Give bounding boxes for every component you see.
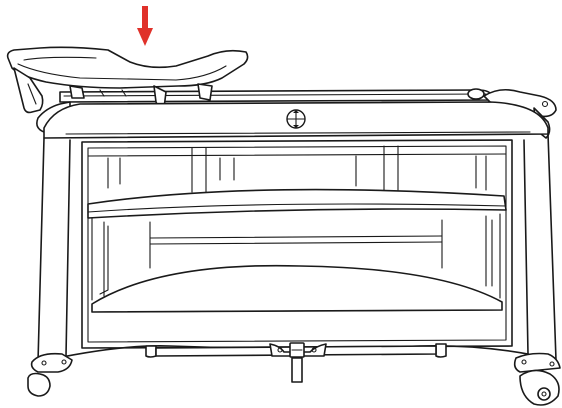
left-foot bbox=[27, 352, 73, 397]
changing-tray bbox=[6, 46, 249, 114]
base-bar bbox=[37, 342, 557, 383]
height-adjust-icon bbox=[286, 109, 306, 129]
down-arrow-icon bbox=[137, 6, 153, 46]
cot-frame bbox=[37, 101, 557, 363]
top-rail bbox=[59, 88, 493, 103]
right-foot-wheel bbox=[513, 352, 561, 406]
